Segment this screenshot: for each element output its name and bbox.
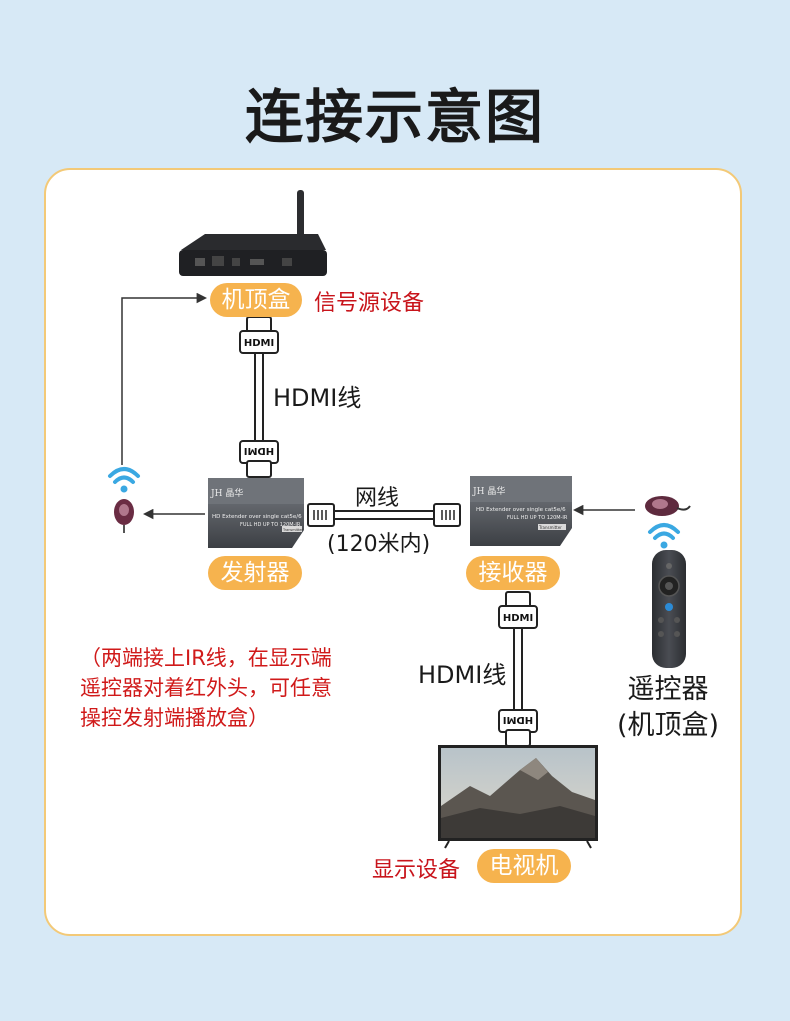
ir-receiver-right [645, 496, 691, 549]
note-line2: 遥控器对着红外头，可任意 [80, 676, 332, 700]
transmitter-label: 发射器 [208, 556, 302, 590]
note-line3: 操控发射端播放盒） [80, 706, 269, 730]
network-cable [307, 503, 461, 527]
receiver-device [470, 476, 572, 546]
tv-caption: 显示设备 [372, 858, 461, 883]
network-cable-label: 网线 [355, 486, 400, 511]
network-range-label: (120米内) [327, 532, 431, 557]
transmitter-device [208, 478, 304, 548]
note-text: （两端接上IR线，在显示端 遥控器对着红外头，可任意 操控发射端播放盒） [80, 643, 390, 733]
note-line1: （两端接上IR线，在显示端 [80, 646, 332, 670]
hdmi-plug-label-3: HDMI [503, 613, 533, 624]
hdmi-cable-top-label: HDMI线 [273, 384, 362, 412]
receiver-line1: HD Extender over single cat5e/6 [476, 507, 566, 513]
hdmi-cable-top [239, 316, 279, 478]
receiver-brand: JH 晶华 [472, 485, 505, 497]
receiver-label: 接收器 [466, 556, 560, 590]
transmitter-brand: JH 晶华 [210, 487, 243, 499]
set-top-box-image [179, 190, 327, 276]
hdmi-plug-label-1: HDMI [244, 338, 274, 349]
receiver-tag: Transmitter [538, 525, 562, 530]
tv-label: 电视机 [477, 849, 571, 883]
hdmi-plug-label-4: HDMI [503, 714, 533, 725]
hdmi-cable-bottom [498, 591, 538, 747]
set-top-box-caption: 信号源设备 [314, 291, 425, 316]
tv-image [438, 745, 598, 849]
ir-feedback-line [121, 292, 208, 465]
transmitter-tag: Transmitter [282, 528, 304, 532]
receiver-line2: FULL HD UP TO 120M-IR [507, 515, 568, 521]
diagram-panel [44, 168, 742, 936]
remote-label: 遥控器 (机顶盒) [614, 672, 722, 744]
remote-label-line2: (机顶盒) [616, 710, 720, 741]
hdmi-cable-bottom-label: HDMI线 [418, 661, 507, 689]
transmitter-line2: FULL HD UP TO 120M-IR [240, 522, 301, 528]
remote-control-image [652, 550, 686, 668]
page-title: 连接示意图 [244, 83, 545, 151]
remote-label-line1: 遥控器 [627, 674, 709, 705]
hdmi-plug-label-2: HDMI [244, 445, 274, 456]
ir-receiver-left [108, 467, 140, 533]
set-top-box-label: 机顶盒 [210, 283, 302, 317]
transmitter-line1: HD Extender over single cat5e/6 [212, 514, 302, 520]
